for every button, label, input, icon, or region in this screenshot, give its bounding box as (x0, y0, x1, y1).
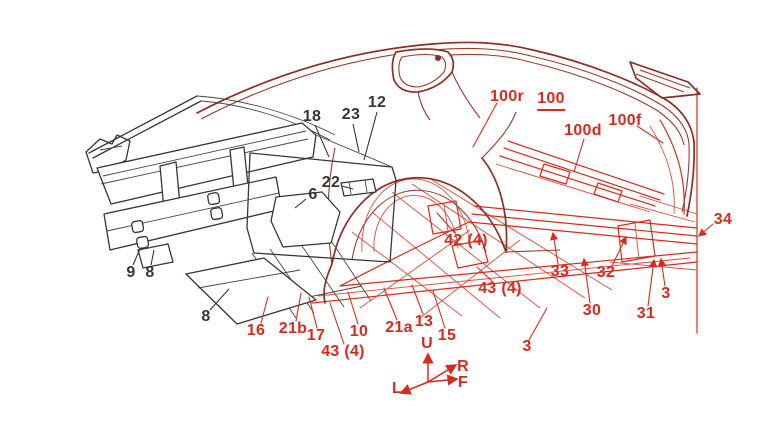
leader-line (295, 292, 302, 322)
leader-line (294, 198, 307, 209)
leader-line (132, 248, 141, 266)
leader-line (150, 249, 155, 266)
leader-line (580, 257, 591, 304)
leader-line (698, 223, 714, 237)
leader-line (436, 212, 456, 234)
axis-arrow-R (427, 364, 458, 383)
leader-line (528, 307, 548, 341)
leader-line (550, 231, 559, 265)
car-body-outline (196, 41, 701, 304)
leader-line (209, 288, 230, 311)
leader-line (432, 290, 446, 329)
leader-lines-layer (132, 102, 714, 395)
leader-line (411, 284, 424, 315)
leader-line (657, 257, 667, 287)
leader-line (329, 302, 345, 345)
leader-line (341, 185, 354, 190)
leader-line (363, 111, 378, 161)
leader-line (314, 124, 330, 158)
leader-line (472, 102, 498, 148)
front-frame-structure (85, 95, 397, 325)
leader-line (573, 138, 585, 173)
leader-line (383, 287, 398, 321)
leader-line (260, 296, 269, 324)
leader-line (636, 125, 664, 144)
leader-line (352, 123, 360, 153)
leader-line (347, 291, 359, 325)
leader-line (647, 258, 658, 307)
leader-line (611, 235, 627, 267)
axis-arrow-F (427, 374, 459, 386)
leader-line (308, 296, 318, 329)
leader-line (476, 266, 494, 283)
axis-arrow-L (399, 381, 429, 395)
